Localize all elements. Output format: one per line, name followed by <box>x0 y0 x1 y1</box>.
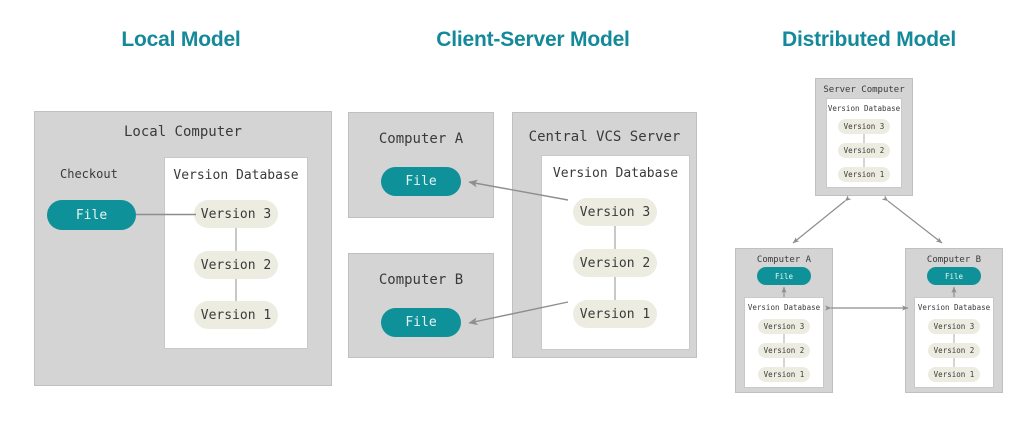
local-version-pill-2[interactable]: Version 2 <box>194 251 278 279</box>
local-computer-label: Local Computer <box>123 124 242 140</box>
dist-computer-b-version-pill-3[interactable]: Version 3 <box>928 319 980 334</box>
client-b-file-pill[interactable]: File <box>381 308 461 337</box>
dist-computer-a-label: Computer A <box>756 255 812 265</box>
dist-computer-b-label: Computer B <box>926 255 982 265</box>
dist-computer-b-version-pill-1[interactable]: Version 1 <box>928 367 980 382</box>
local-version-pill-3[interactable]: Version 3 <box>194 200 278 228</box>
dist-computer-a-version-pill-2[interactable]: Version 2 <box>758 343 810 358</box>
section-title-local: Local Model <box>121 28 241 51</box>
dist-computer-a-version-pill-1[interactable]: Version 1 <box>758 367 810 382</box>
checkout-label: Checkout <box>60 167 118 181</box>
local-version-database-label: Version Database <box>173 168 299 183</box>
dist-computer-b-version-database-label: Version Database <box>917 303 991 312</box>
client-computer-a-label: Computer A <box>378 131 464 147</box>
dist-server-version-database-label: Version Database <box>827 104 901 113</box>
client-computer-a-panel: Computer A <box>348 112 494 218</box>
dist-server-version-pill-2[interactable]: Version 2 <box>838 143 890 158</box>
dist-computer-b-version-pill-2[interactable]: Version 2 <box>928 343 980 358</box>
dist-server-version-pill-3[interactable]: Version 3 <box>838 119 890 134</box>
connector-dist-server-to-b <box>881 195 943 244</box>
local-version-pill-1[interactable]: Version 1 <box>194 301 278 329</box>
connector-dist-server-to-a <box>792 195 852 244</box>
server-version-database-label: Version Database <box>552 166 679 181</box>
client-computer-b-panel: Computer B <box>348 253 494 358</box>
dist-server-computer-label: Server Computer <box>823 85 905 95</box>
dist-computer-a-file-pill[interactable]: File <box>757 267 811 285</box>
client-computer-b-label: Computer B <box>378 272 464 288</box>
server-version-pill-1[interactable]: Version 1 <box>573 300 657 328</box>
dist-computer-b-file-pill[interactable]: File <box>927 267 981 285</box>
client-a-file-pill[interactable]: File <box>381 167 461 196</box>
dist-computer-a-version-database-label: Version Database <box>747 303 821 312</box>
server-version-pill-3[interactable]: Version 3 <box>573 198 657 226</box>
central-vcs-server-label: Central VCS Server <box>528 129 681 145</box>
dist-computer-a-version-pill-3[interactable]: Version 3 <box>758 319 810 334</box>
section-title-client-server: Client-Server Model <box>436 28 630 51</box>
section-title-distributed: Distributed Model <box>782 28 956 51</box>
dist-server-version-pill-1[interactable]: Version 1 <box>838 167 890 182</box>
local-file-pill[interactable]: File <box>47 200 136 230</box>
server-version-pill-2[interactable]: Version 2 <box>573 249 657 277</box>
